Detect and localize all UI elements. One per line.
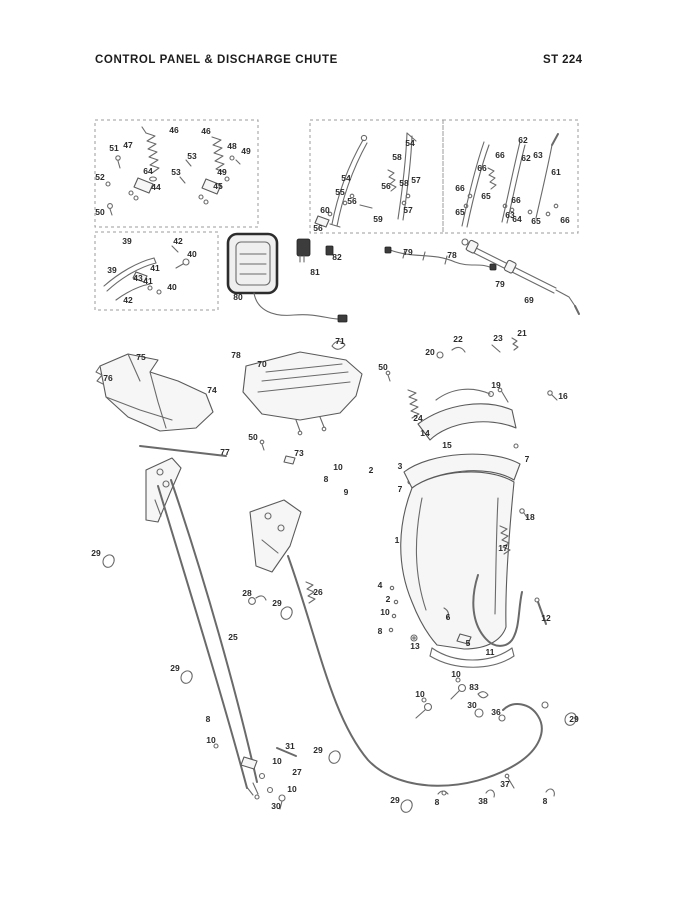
- chute-art: [388, 453, 547, 668]
- handle-inset-art: [103, 245, 190, 301]
- hardware-art: [102, 554, 577, 813]
- spring-inset-art: [105, 126, 241, 216]
- deflector-art: [407, 337, 558, 485]
- rods-cables-art: [145, 457, 543, 789]
- console-art: [226, 232, 348, 323]
- panel-art: [95, 340, 391, 465]
- crank-rod-art: [461, 238, 580, 315]
- page-title: CONTROL PANEL & DISCHARGE CHUTE: [95, 54, 338, 66]
- model-number: ST 224: [543, 54, 583, 66]
- lever-inset-art: [314, 132, 559, 228]
- inset-boxes: [94, 119, 579, 311]
- harness-art: [384, 246, 497, 271]
